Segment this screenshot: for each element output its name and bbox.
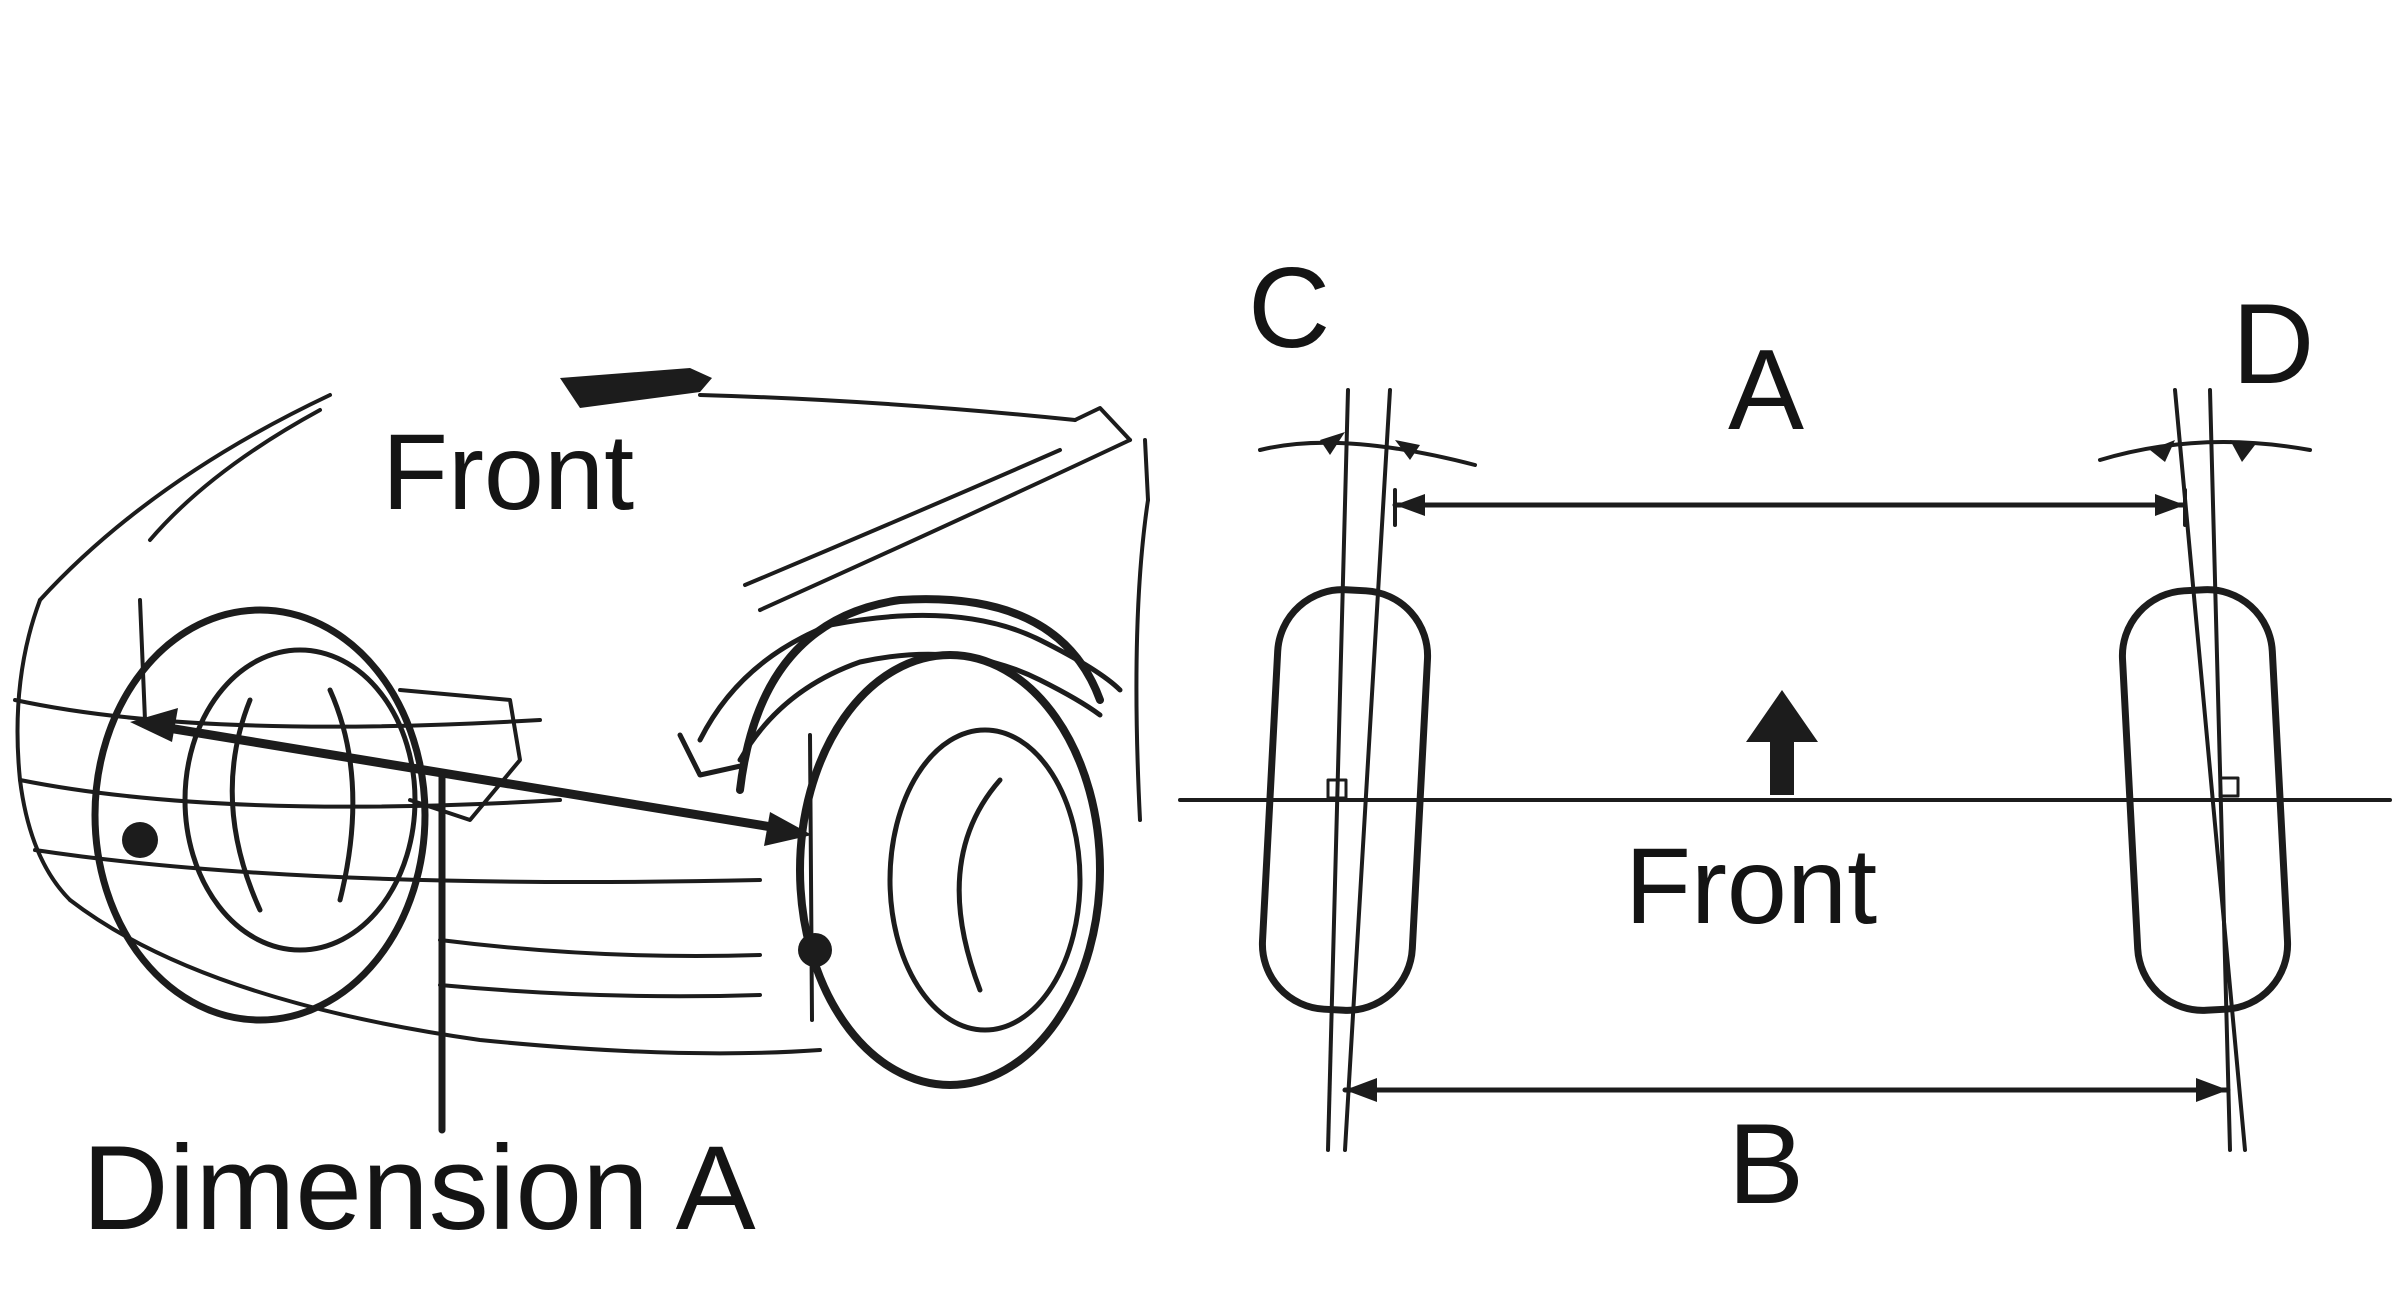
label-b: B (1728, 1101, 1805, 1228)
label-d: D (2232, 281, 2315, 408)
front-label-left: Front (382, 411, 635, 532)
front-label-right: Front (1625, 825, 1878, 946)
left-tire (1258, 388, 1432, 1152)
label-c: C (1248, 245, 1331, 372)
car-illustration (13, 368, 1150, 1134)
toe-diagram (1178, 388, 2392, 1152)
front-arrow-icon (1746, 690, 1818, 795)
hood-mark (560, 368, 712, 408)
label-a: A (1728, 327, 1805, 454)
dimension-a-label: Dimension A (82, 1121, 756, 1255)
